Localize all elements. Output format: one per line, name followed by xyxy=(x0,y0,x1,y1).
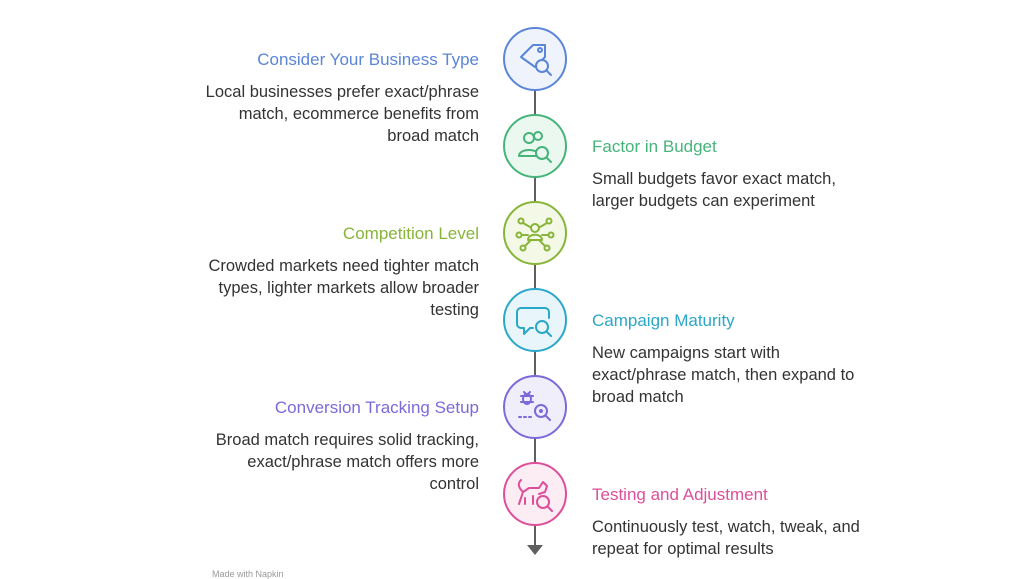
cat-search-icon xyxy=(517,479,553,512)
step-4-description: New campaigns start with exact/phrase ma… xyxy=(592,344,855,406)
step-2-node xyxy=(503,114,567,178)
step-6-node xyxy=(503,462,567,526)
step-1-title: Consider Your Business Type xyxy=(257,50,479,69)
chat-search-icon xyxy=(516,307,552,337)
step-1-node xyxy=(503,27,567,91)
tag-search-icon xyxy=(520,44,552,76)
bug-search-icon xyxy=(518,391,551,421)
step-2-description: Small budgets favor exact match, larger … xyxy=(592,170,836,210)
made-with-footer: Made with Napkin xyxy=(212,569,284,579)
step-3-title: Competition Level xyxy=(342,224,479,243)
step-4-node xyxy=(503,288,567,352)
network-icon xyxy=(515,217,555,252)
step-5-node xyxy=(503,375,567,439)
step-3-node xyxy=(503,201,567,265)
users-search-icon xyxy=(518,131,552,163)
step-3-description: Crowded markets need tighter match types… xyxy=(208,257,479,319)
step-2-title: Factor in Budget xyxy=(592,137,717,156)
step-5-description: Broad match requires solid tracking, exa… xyxy=(215,431,479,493)
step-6-title: Testing and Adjustment xyxy=(592,485,768,504)
step-1-description: Local businesses prefer exact/phrase mat… xyxy=(205,83,479,145)
timeline-arrow-head xyxy=(527,545,543,555)
step-4-title: Campaign Maturity xyxy=(592,311,735,330)
step-6-description: Continuously test, watch, tweak, and rep… xyxy=(592,518,860,558)
step-5-title: Conversion Tracking Setup xyxy=(274,398,479,417)
